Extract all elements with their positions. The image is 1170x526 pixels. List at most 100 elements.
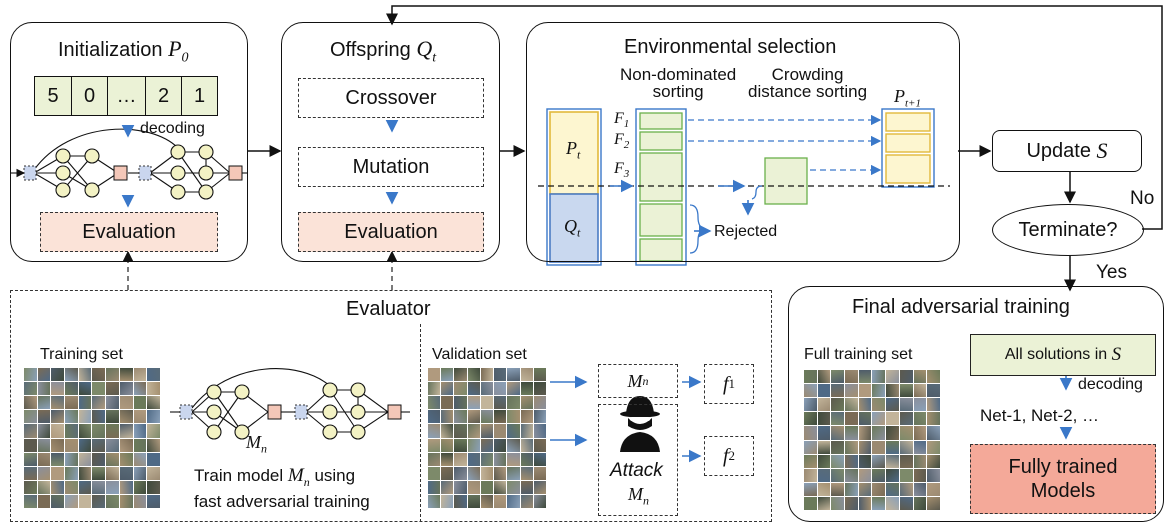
env-selection-graphic bbox=[538, 108, 950, 266]
thumbnail-image bbox=[24, 438, 37, 452]
thumbnail-image bbox=[886, 370, 899, 384]
init-network-graph bbox=[10, 128, 248, 200]
thumbnail-image bbox=[480, 424, 494, 438]
evaluator-title: Evaluator bbox=[346, 298, 431, 320]
thumbnail-image bbox=[467, 382, 480, 396]
thumbnail-image bbox=[37, 494, 51, 508]
thumbnail-image bbox=[119, 410, 133, 424]
training-set-images bbox=[24, 368, 160, 508]
thumbnail-image bbox=[119, 368, 133, 382]
thumbnail-image bbox=[37, 368, 51, 382]
thumbnail-image bbox=[441, 396, 454, 410]
attack-label: Attack bbox=[610, 460, 663, 481]
thumbnail-image bbox=[872, 426, 886, 440]
thumbnail-image bbox=[494, 424, 507, 438]
thumbnail-image bbox=[37, 396, 51, 410]
thumbnail-image bbox=[858, 426, 872, 440]
thumbnail-image bbox=[454, 480, 467, 494]
thumbnail-image bbox=[454, 494, 467, 508]
thumbnail-image bbox=[441, 382, 454, 396]
thumbnail-image bbox=[858, 482, 872, 496]
thumbnail-image bbox=[899, 384, 913, 398]
thumbnail-image bbox=[872, 384, 886, 398]
thumbnail-image bbox=[480, 382, 494, 396]
thumbnail-image bbox=[65, 368, 78, 382]
thumbnail-image bbox=[147, 480, 160, 494]
thumbnail-image bbox=[804, 412, 817, 426]
offspring-evaluation-label: Evaluation bbox=[344, 220, 438, 243]
qt-label: Qt bbox=[564, 216, 581, 240]
thumbnail-image bbox=[817, 454, 831, 468]
yes-label: Yes bbox=[1096, 262, 1127, 283]
thumbnail-image bbox=[899, 398, 913, 412]
thumbnail-image bbox=[804, 440, 817, 454]
env-title: Environmental selection bbox=[624, 36, 837, 58]
thumbnail-image bbox=[817, 370, 831, 384]
thumbnail-image bbox=[467, 494, 480, 508]
thumbnail-image bbox=[507, 368, 520, 382]
thumbnail-image bbox=[817, 412, 831, 426]
thumbnail-image bbox=[804, 384, 817, 398]
thumbnail-image bbox=[899, 370, 913, 384]
thumbnail-image bbox=[92, 382, 106, 396]
thumbnail-image bbox=[467, 466, 480, 480]
thumbnail-image bbox=[51, 480, 65, 494]
f2-label: F2 bbox=[614, 131, 630, 152]
thumbnail-image bbox=[845, 496, 858, 510]
evaluator-divider bbox=[420, 324, 421, 522]
thumbnail-image bbox=[78, 452, 92, 466]
thumbnail-image bbox=[804, 398, 817, 412]
thumbnail-image bbox=[106, 480, 119, 494]
thumbnail-image bbox=[106, 396, 119, 410]
thumbnail-image bbox=[927, 370, 940, 384]
thumbnail-image bbox=[533, 424, 546, 438]
thumbnail-image bbox=[24, 494, 37, 508]
thumbnail-image bbox=[533, 396, 546, 410]
thumbnail-image bbox=[507, 424, 520, 438]
thumbnail-image bbox=[24, 452, 37, 466]
thumbnail-image bbox=[480, 438, 494, 452]
thumbnail-image bbox=[817, 496, 831, 510]
thumbnail-image bbox=[494, 480, 507, 494]
thumbnail-image bbox=[520, 410, 533, 424]
thumbnail-image bbox=[845, 398, 858, 412]
thumbnail-image bbox=[78, 396, 92, 410]
thumbnail-image bbox=[817, 440, 831, 454]
thumbnail-image bbox=[520, 494, 533, 508]
attack-box bbox=[598, 404, 678, 516]
init-decoding-label: decoding bbox=[140, 120, 205, 137]
thumbnail-image bbox=[441, 424, 454, 438]
thumbnail-image bbox=[147, 368, 160, 382]
thumbnail-image bbox=[913, 496, 927, 510]
thumbnail-image bbox=[845, 384, 858, 398]
thumbnail-image bbox=[899, 440, 913, 454]
thumbnail-image bbox=[454, 382, 467, 396]
environmental-selection-panel bbox=[526, 22, 960, 262]
evaluator-panel bbox=[10, 290, 772, 522]
thumbnail-image bbox=[913, 468, 927, 482]
thumbnail-image bbox=[494, 368, 507, 382]
thumbnail-image bbox=[520, 382, 533, 396]
thumbnail-image bbox=[886, 412, 899, 426]
thumbnail-image bbox=[494, 466, 507, 480]
thumbnail-image bbox=[133, 452, 147, 466]
offspring-title: Offspring Qt bbox=[330, 36, 437, 66]
thumbnail-image bbox=[913, 370, 927, 384]
trained-line-2: Models bbox=[1030, 480, 1096, 502]
pnext-label: Pt+1 bbox=[894, 86, 921, 110]
crossover-box: Crossover bbox=[298, 78, 484, 118]
thumbnail-image bbox=[24, 480, 37, 494]
thumbnail-image bbox=[78, 480, 92, 494]
thumbnail-image bbox=[845, 468, 858, 482]
thumbnail-image bbox=[106, 466, 119, 480]
thumbnail-image bbox=[899, 454, 913, 468]
evaluator-arrows bbox=[121, 119, 1073, 463]
thumbnail-image bbox=[804, 482, 817, 496]
thumbnail-image bbox=[872, 398, 886, 412]
thumbnail-image bbox=[899, 468, 913, 482]
thumbnail-image bbox=[51, 466, 65, 480]
thumbnail-image bbox=[845, 412, 858, 426]
